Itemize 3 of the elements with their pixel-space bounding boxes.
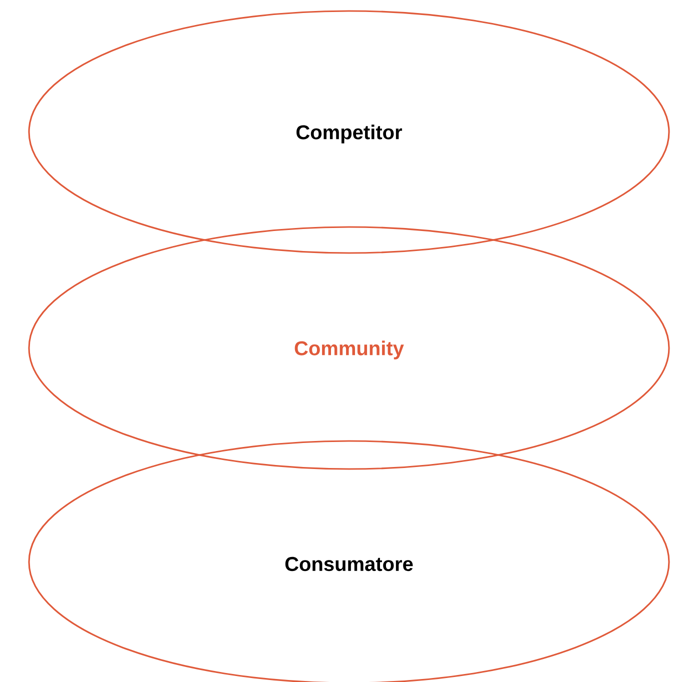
ellipse-label: Competitor (296, 124, 402, 144)
ellipse-label: Community (294, 340, 404, 360)
ellipse-label: Consumatore (285, 556, 413, 572)
